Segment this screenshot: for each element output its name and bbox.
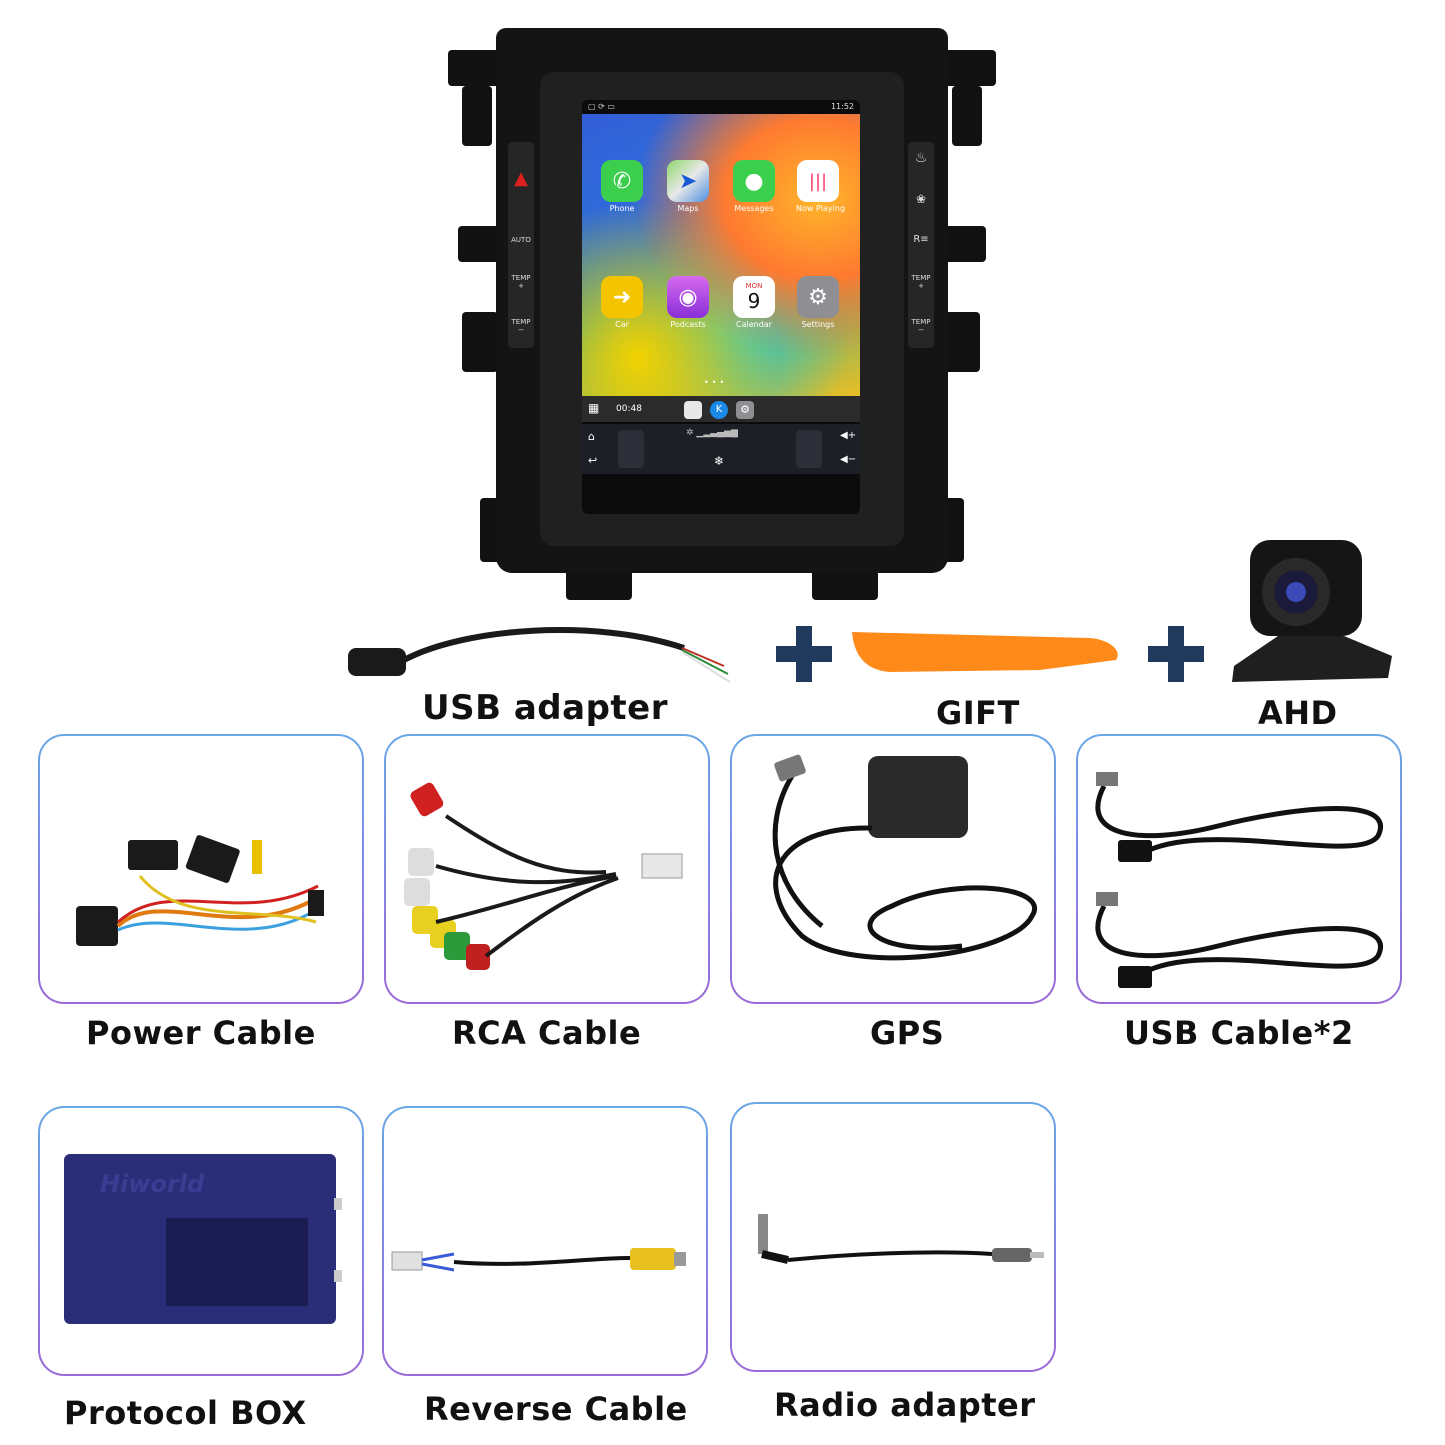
gps-card bbox=[730, 734, 1056, 1004]
home-icon[interactable]: ⌂ bbox=[588, 430, 595, 443]
ahd-camera-image bbox=[1232, 540, 1392, 682]
right-button-panel: ♨ ❀ R≡ TEMP + TEMP − bbox=[908, 142, 934, 348]
reverse-cable-image bbox=[391, 1248, 686, 1272]
climate-bar: ⌂ ↩ ✲ ▁▂▃▄▅▆ ❄ ◀+ ◀− bbox=[582, 424, 860, 474]
podcasts-icon: ◉ bbox=[667, 276, 709, 318]
mount-ear bbox=[462, 312, 498, 372]
auto-button[interactable]: AUTO bbox=[511, 236, 531, 244]
mount-ear bbox=[812, 568, 878, 600]
rca-cable-card bbox=[384, 734, 710, 1004]
hazard-icon[interactable]: ▲ bbox=[514, 168, 528, 189]
calendar-day: MON bbox=[745, 282, 763, 290]
mount-ear bbox=[940, 50, 996, 86]
temp-left-stepper[interactable] bbox=[618, 430, 644, 468]
usb-adapter-caption: USB adapter bbox=[422, 688, 668, 728]
defrost-front-icon[interactable]: ❀ bbox=[915, 192, 927, 206]
carplay-screen: ▢ ⟳ ▭ 11:52 ✆ Phone ➤ Maps ● Messages ||… bbox=[582, 100, 860, 514]
status-icons: ▢ ⟳ ▭ bbox=[588, 102, 615, 111]
dock-kodi-icon[interactable]: K bbox=[710, 401, 728, 419]
app-maps[interactable]: ➤ Maps bbox=[666, 160, 710, 213]
seat-heat-icon[interactable]: ♨ bbox=[914, 150, 928, 166]
usb-cable-caption: USB Cable*2 bbox=[1124, 1014, 1354, 1052]
radio-adapter-image bbox=[758, 1214, 1044, 1264]
radio-adapter-card bbox=[730, 1102, 1056, 1372]
left-button-panel: ▲ AUTO TEMP + TEMP − bbox=[508, 142, 534, 348]
back-icon[interactable]: ↩ bbox=[588, 454, 598, 467]
dock-time: 00:48 bbox=[616, 404, 642, 414]
radio-adapter-caption: Radio adapter bbox=[774, 1386, 1036, 1424]
mount-ear bbox=[952, 86, 982, 146]
usb-adapter-image bbox=[348, 627, 731, 683]
dashboard-icon[interactable]: ▦ bbox=[588, 401, 600, 415]
volume-up-icon[interactable]: ◀+ bbox=[840, 430, 857, 441]
maps-icon: ➤ bbox=[667, 160, 709, 202]
temp-down-right-button[interactable]: TEMP − bbox=[911, 318, 931, 334]
mount-ear bbox=[462, 86, 492, 146]
carplay-dock: ▦ 00:48 K ⚙ bbox=[582, 396, 860, 422]
usb-cables-image bbox=[1095, 772, 1383, 988]
rca-cable-caption: RCA Cable bbox=[452, 1014, 642, 1052]
gift-caption: GIFT bbox=[936, 694, 1020, 732]
dock-settings-icon[interactable]: ⚙ bbox=[736, 401, 754, 419]
app-car[interactable]: ➜ Car bbox=[600, 276, 644, 329]
calendar-date: 9 bbox=[747, 289, 761, 313]
temp-down-left-button[interactable]: TEMP − bbox=[511, 318, 531, 334]
reverse-cable-card bbox=[382, 1106, 708, 1376]
messages-icon: ● bbox=[733, 160, 775, 202]
app-settings[interactable]: ⚙ Settings bbox=[796, 276, 840, 329]
phone-icon: ✆ bbox=[601, 160, 643, 202]
app-now-playing[interactable]: ||| Now Playing bbox=[796, 160, 845, 213]
status-bar: ▢ ⟳ ▭ 11:52 bbox=[582, 100, 860, 114]
protocol-box-card: Hiworld bbox=[38, 1106, 364, 1376]
app-calendar[interactable]: MON 9 Calendar bbox=[732, 276, 776, 329]
settings-icon: ⚙ bbox=[797, 276, 839, 318]
temp-up-right-button[interactable]: TEMP + bbox=[911, 274, 931, 290]
head-unit: ▲ AUTO TEMP + TEMP − ♨ ❀ R≡ TEMP + TEMP … bbox=[448, 28, 996, 600]
mount-ear bbox=[944, 312, 980, 372]
protocol-box-caption: Protocol BOX bbox=[64, 1394, 307, 1432]
protocol-box-image bbox=[64, 1154, 342, 1324]
now-playing-icon: ||| bbox=[797, 160, 839, 202]
dock-maps-icon[interactable] bbox=[684, 401, 702, 419]
rca-cable-image bbox=[404, 782, 683, 970]
mount-ear bbox=[942, 226, 986, 262]
power-cable-image bbox=[76, 835, 324, 946]
gift-pry-tool-image bbox=[852, 632, 1118, 672]
power-cable-caption: Power Cable bbox=[86, 1014, 316, 1052]
usb-cable-card bbox=[1076, 734, 1402, 1004]
page-dots: ••• bbox=[704, 378, 728, 387]
ac-snowflake-icon[interactable]: ❄ bbox=[714, 454, 725, 468]
defrost-rear-icon[interactable]: R≡ bbox=[913, 234, 929, 245]
wallpaper bbox=[582, 112, 860, 402]
temp-right-stepper[interactable] bbox=[796, 430, 822, 468]
fan-speed-icon[interactable]: ✲ ▁▂▃▄▅▆ bbox=[686, 428, 738, 438]
plus-icon bbox=[776, 626, 832, 682]
power-cable-card bbox=[38, 734, 364, 1004]
gps-caption: GPS bbox=[870, 1014, 945, 1052]
app-phone[interactable]: ✆ Phone bbox=[600, 160, 644, 213]
protocol-box-brand: Hiworld bbox=[100, 1170, 205, 1198]
volume-down-icon[interactable]: ◀− bbox=[840, 454, 857, 465]
gps-antenna-image bbox=[772, 754, 1037, 961]
temp-up-left-button[interactable]: TEMP + bbox=[511, 274, 531, 290]
mount-ear bbox=[448, 50, 504, 86]
reverse-cable-caption: Reverse Cable bbox=[424, 1390, 688, 1428]
car-icon: ➜ bbox=[601, 276, 643, 318]
status-time: 11:52 bbox=[830, 102, 854, 111]
app-messages[interactable]: ● Messages bbox=[732, 160, 776, 213]
app-podcasts[interactable]: ◉ Podcasts bbox=[666, 276, 710, 329]
mount-ear bbox=[458, 226, 502, 262]
ahd-caption: AHD bbox=[1258, 694, 1338, 732]
mount-ear bbox=[566, 568, 632, 600]
plus-icon bbox=[1148, 626, 1204, 682]
calendar-icon: MON 9 bbox=[733, 276, 775, 318]
